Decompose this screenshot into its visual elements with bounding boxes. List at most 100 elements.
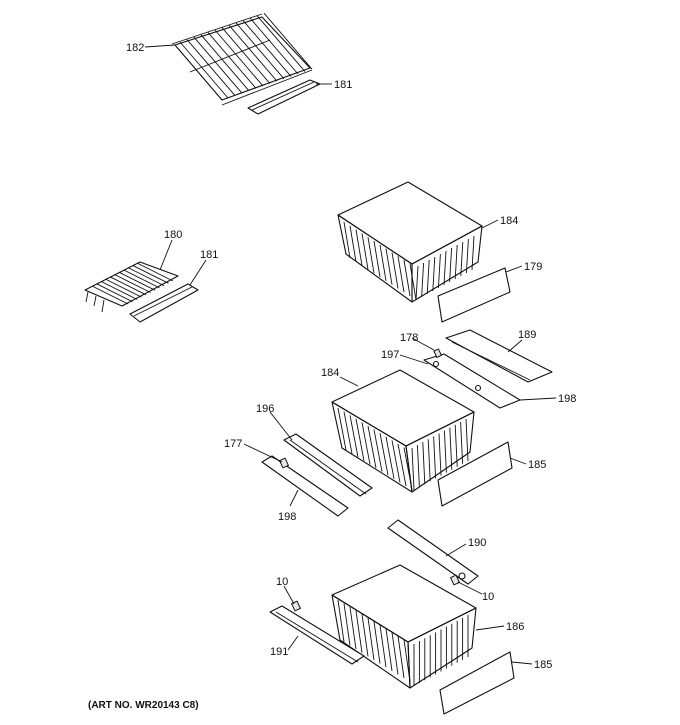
wire: [114, 274, 151, 293]
callout-180: 180: [164, 229, 182, 241]
callout-labels: 182 181 180 181 184 179 178 189 197 198 …: [126, 42, 576, 671]
wire: [123, 269, 160, 289]
wire: [193, 36, 243, 94]
wire: [361, 422, 371, 465]
wire: [355, 418, 365, 461]
wire: [397, 256, 405, 293]
wire-shelf-180: [84, 261, 179, 313]
callout-10-right: 10: [482, 591, 494, 603]
wire: [397, 635, 405, 679]
wire: [367, 237, 375, 274]
wire: [349, 607, 357, 650]
callout-184-middle: 184: [321, 367, 339, 379]
wire: [422, 442, 426, 485]
shelf-cover-181-top: [247, 79, 321, 115]
wire: [242, 20, 292, 77]
wire: [391, 632, 399, 675]
callout-181-side: 181: [200, 249, 218, 261]
wire: [385, 436, 395, 479]
wire: [443, 250, 447, 286]
wire: [385, 628, 393, 671]
wire: [409, 263, 417, 300]
wire: [355, 229, 363, 266]
wire: [437, 253, 441, 289]
wire: [132, 264, 169, 284]
wire: [109, 276, 147, 296]
wire: [438, 433, 442, 476]
wire: [214, 29, 264, 87]
wire: [460, 421, 464, 464]
slide-rail-191: [269, 605, 365, 665]
callout-189: 189: [518, 329, 536, 341]
screw-178: [433, 348, 443, 359]
wire: [403, 447, 413, 490]
callout-184-upper: 184: [500, 215, 518, 227]
wire: [379, 244, 387, 281]
wire: [207, 32, 257, 89]
wire: [118, 271, 156, 291]
basket-front-179: [437, 267, 511, 323]
callout-197: 197: [381, 349, 399, 361]
callout-198-right: 198: [558, 393, 576, 405]
wire: [379, 433, 389, 476]
callout-181-top: 181: [334, 79, 352, 91]
wire: [228, 24, 278, 82]
callout-178: 178: [400, 332, 418, 344]
wire: [465, 418, 469, 462]
callout-198-left: 198: [278, 511, 296, 523]
wire: [337, 407, 347, 451]
leader-lines: [144, 44, 557, 665]
wire: [349, 225, 357, 262]
callout-196: 196: [256, 403, 274, 415]
callout-191: 191: [270, 646, 288, 658]
basket-184-middle: [331, 369, 475, 493]
wire: [421, 262, 425, 298]
wire: [391, 252, 399, 289]
wire: [391, 440, 401, 483]
wire: [221, 27, 271, 84]
wire: [416, 445, 420, 488]
wire: [373, 621, 381, 664]
basket-184-upper: [337, 181, 483, 303]
slide-rail-198-left: [261, 455, 349, 517]
wire: [343, 603, 351, 646]
wire: [349, 415, 359, 458]
slide-rail-196: [283, 433, 373, 497]
wire: [397, 443, 407, 487]
callout-186: 186: [506, 621, 524, 633]
wire-shelf-182: [171, 12, 313, 106]
screw-10-right: [449, 574, 461, 586]
wire: [343, 221, 351, 259]
wire: [432, 256, 436, 292]
wire: [367, 425, 377, 469]
wire: [454, 244, 458, 280]
wire: [373, 429, 383, 472]
wire: [443, 430, 447, 473]
slide-rail-189: [445, 329, 553, 383]
wire: [454, 424, 458, 467]
wire: [200, 34, 250, 92]
wire: [367, 617, 375, 661]
callout-185-bottom: 185: [534, 659, 552, 671]
wire: [433, 436, 437, 479]
wire: [186, 39, 236, 96]
basket-186: [331, 564, 477, 689]
wire: [385, 248, 393, 285]
wire: [471, 235, 475, 271]
wire: [256, 15, 306, 72]
wire: [427, 439, 431, 482]
wire: [136, 262, 174, 282]
wire: [415, 265, 419, 301]
wire: [100, 280, 138, 300]
wire: [465, 238, 469, 274]
wire: [361, 614, 369, 657]
drawer-cover-190: [387, 519, 479, 585]
wire: [355, 610, 363, 653]
wire: [361, 233, 369, 270]
wire: [373, 240, 381, 278]
callout-179: 179: [524, 261, 542, 273]
wire: [249, 17, 299, 75]
wire: [460, 241, 464, 277]
shelf-cover-181-side: [129, 283, 199, 323]
